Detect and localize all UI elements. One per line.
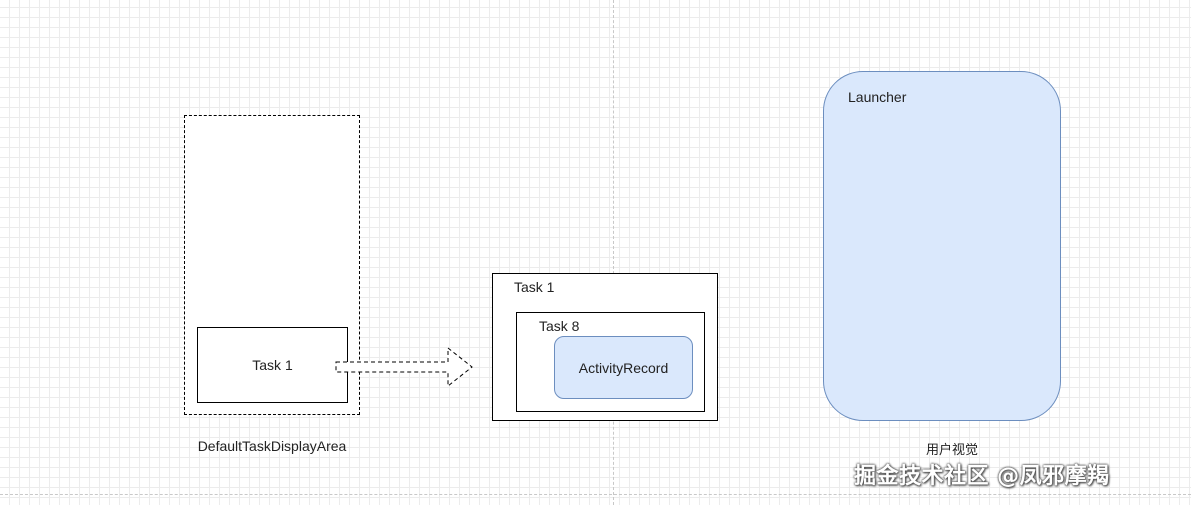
task-1-box[interactable]: Task 1 xyxy=(197,327,348,403)
default-task-display-area-label: DefaultTaskDisplayArea xyxy=(197,438,347,454)
activity-record-label: ActivityRecord xyxy=(578,359,669,376)
outer-task-label: Task 1 xyxy=(514,279,555,295)
expand-arrow[interactable] xyxy=(334,346,474,388)
page-guide-vertical xyxy=(613,0,614,505)
user-view-caption: 用户视觉 xyxy=(925,442,978,457)
launcher-node[interactable] xyxy=(823,71,1061,421)
page-guide-horizontal xyxy=(0,494,1191,495)
watermark: 掘金技术社区 @凤邪摩羯 xyxy=(854,464,1110,489)
launcher-label: Launcher xyxy=(848,89,907,105)
task-1-label: Task 1 xyxy=(252,357,293,373)
inner-task-label: Task 8 xyxy=(539,318,580,334)
expand-arrow-shape xyxy=(335,346,473,388)
activity-record-node[interactable]: ActivityRecord xyxy=(554,336,693,399)
